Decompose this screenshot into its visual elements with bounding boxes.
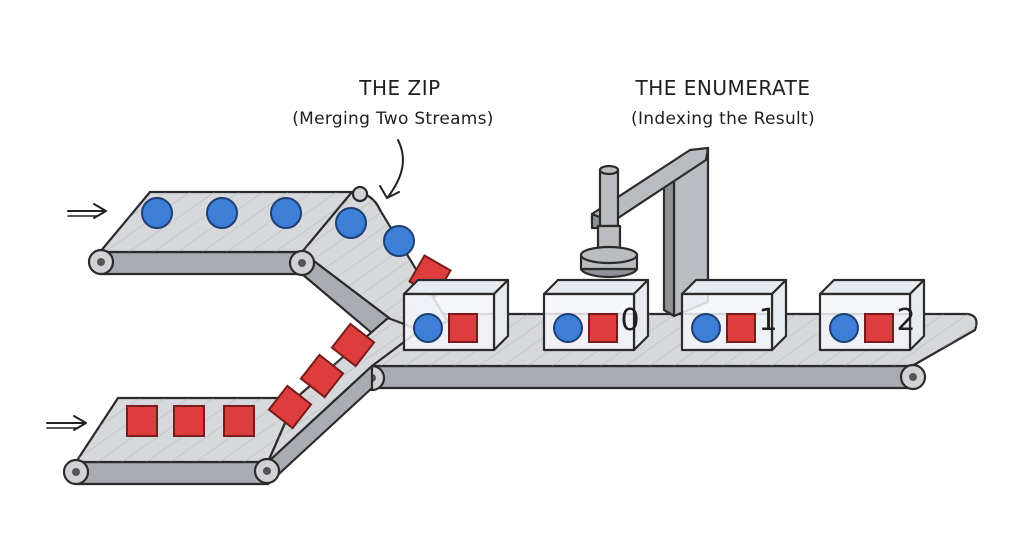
zip-subtitle: (Merging Two Streams) (292, 109, 494, 129)
circle-item (270, 197, 302, 229)
circle-item (206, 197, 238, 229)
indexing-machine (579, 146, 710, 318)
roller (253, 457, 281, 485)
zip-title: THE ZIP (358, 76, 440, 100)
roller (62, 458, 90, 486)
index-label: 0 (620, 303, 639, 338)
circle-item (553, 313, 583, 343)
square-item (588, 313, 618, 343)
square-item (223, 405, 255, 437)
index-label: 1 (758, 303, 777, 338)
circle-item (691, 313, 721, 343)
square-item (299, 353, 345, 399)
roller (899, 363, 927, 391)
top-belt-items (141, 197, 415, 257)
output-box (402, 278, 510, 352)
enumerate-label-group: THE ENUMERATE (Indexing the Result) (631, 76, 815, 129)
square-item (726, 313, 756, 343)
output-box: 1 (680, 278, 788, 352)
zip-label-group: THE ZIP (Merging Two Streams) (292, 76, 494, 129)
roller (87, 248, 115, 276)
circle-item (141, 197, 173, 229)
circle-item (413, 313, 443, 343)
square-item (126, 405, 158, 437)
square-item (330, 322, 376, 368)
curved-down-arrow-icon (379, 139, 404, 199)
double-right-arrow-icon (46, 415, 87, 431)
square-item (267, 384, 313, 430)
index-label: 2 (896, 303, 915, 338)
circle-item (829, 313, 859, 343)
square-item (864, 313, 894, 343)
square-item (173, 405, 205, 437)
double-right-arrow-icon (67, 203, 107, 219)
output-box: 2 (818, 278, 926, 352)
circle-item (335, 207, 367, 239)
enumerate-subtitle: (Indexing the Result) (631, 109, 815, 129)
square-item (448, 313, 478, 343)
output-boxes: 0 1 2 (402, 278, 926, 352)
roller (351, 185, 369, 203)
enumerate-title: THE ENUMERATE (635, 76, 811, 100)
circle-item (383, 225, 415, 257)
output-box: 0 (542, 278, 650, 352)
roller (288, 249, 316, 277)
